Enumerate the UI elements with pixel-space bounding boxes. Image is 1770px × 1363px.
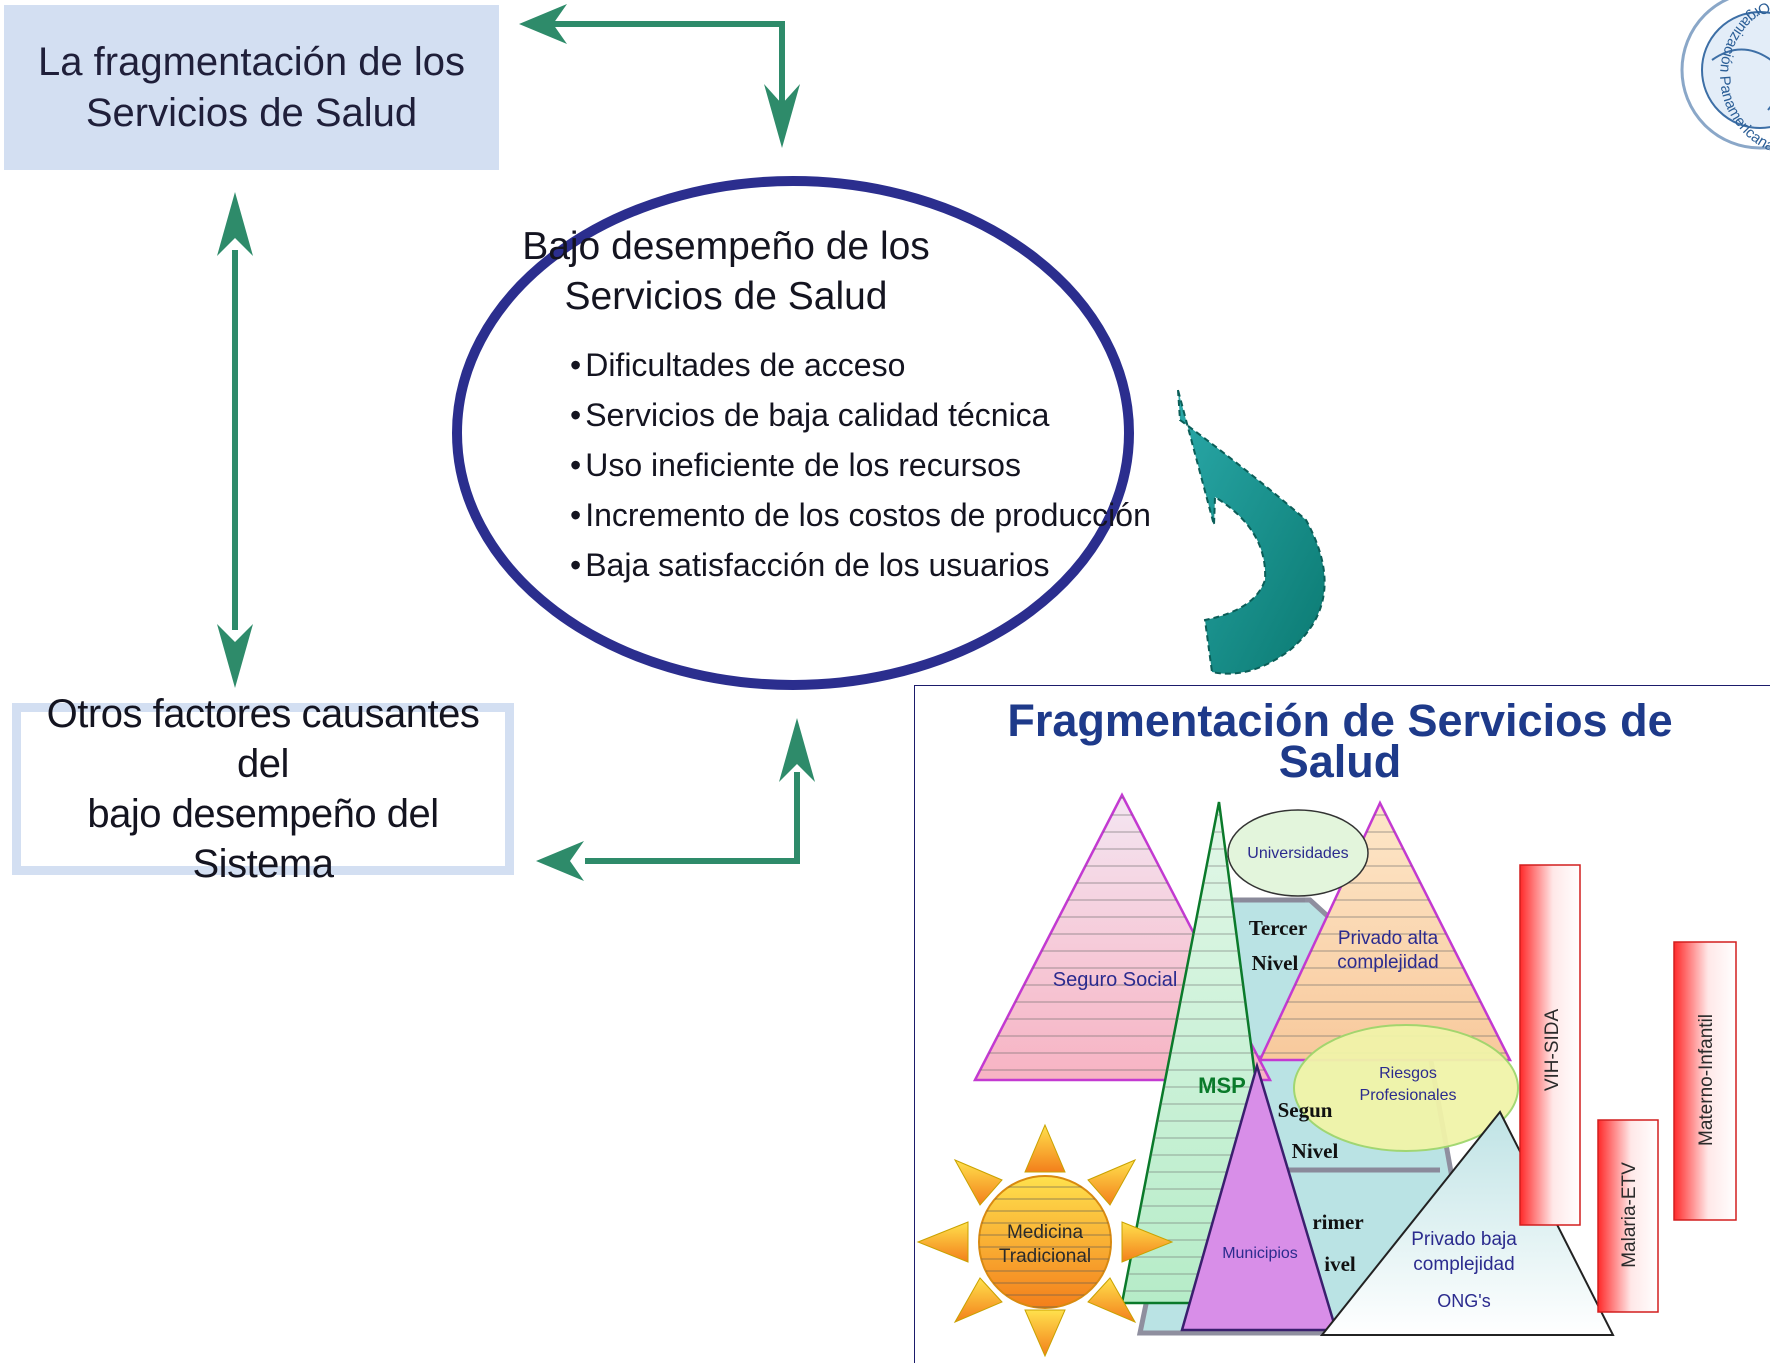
label-privado-baja-2: complejidad	[1413, 1254, 1514, 1275]
label-privado-alta-2: complejidad	[1337, 952, 1438, 973]
list-item: Servicios de baja calidad técnica	[570, 390, 1160, 440]
list-item: Uso ineficiente de los recursos	[570, 440, 1160, 490]
label-segundo: Segun	[1278, 1098, 1333, 1122]
occupational-risks-ellipse	[1293, 1024, 1519, 1152]
label-privado-alta-1: Privado alta	[1338, 928, 1439, 949]
other-factors-box: Otros factores causantes del bajo desemp…	[12, 692, 514, 886]
ellipse-title-line2: Servicios de Salud	[564, 275, 888, 318]
materno-infantil-bar	[1673, 941, 1737, 1221]
ellipse-title-line1: Bajo desempeño de los	[522, 225, 930, 268]
feedback-curved-arrow	[1177, 389, 1326, 675]
label-vih-sida: VIH-SIDA	[1542, 1009, 1563, 1092]
label-municipios: Municipios	[1222, 1245, 1298, 1262]
label-nivel-1: ivel	[1324, 1252, 1356, 1276]
vih-sida-bar	[1519, 864, 1581, 1226]
performance-issues-list: Dificultades de acceso Servicios de baja…	[570, 340, 1160, 590]
panel-title-line2: Salud	[1278, 736, 1402, 787]
label-universidades: Universidades	[1247, 845, 1348, 862]
label-nivel-3: Nivel	[1252, 951, 1299, 975]
panel-title-line1: Fragmentación de Servicios de	[1007, 695, 1673, 746]
label-malaria: Malaria-ETV	[1619, 1162, 1640, 1268]
label-tercer: Tercer	[1249, 916, 1307, 940]
malaria-bar	[1597, 1119, 1659, 1313]
label-medicina-1: Medicina	[1007, 1222, 1083, 1243]
bottom-elbow-arrow	[536, 718, 815, 881]
list-item: Incremento de los costos de producción	[570, 490, 1160, 540]
universities-ellipse	[1227, 809, 1369, 897]
other-factors-line1: Otros factores causantes del	[46, 692, 480, 786]
list-item: Baja satisfacción de los usuarios	[570, 540, 1160, 590]
label-privado-baja-1: Privado baja	[1411, 1229, 1517, 1250]
fragmentation-box: La fragmentación de los Servicios de Sal…	[4, 5, 499, 170]
municipalities-pyramid	[1180, 1061, 1338, 1332]
top-elbow-arrow	[519, 4, 800, 148]
panel-title: Fragmentación de Servicios de Salud	[985, 695, 1695, 787]
traditional-medicine-sun	[916, 1123, 1174, 1358]
label-msp: MSP	[1198, 1073, 1246, 1098]
other-factors-line2: bajo desempeño del Sistema	[87, 792, 439, 886]
label-riesgos-2: Profesionales	[1360, 1087, 1457, 1104]
fragmentation-box-line2: Servicios de Salud	[85, 90, 418, 135]
left-vertical-double-arrow	[217, 192, 253, 688]
opas-logo	[1680, 0, 1770, 150]
ellipse-title: Bajo desempeño de los Servicios de Salud	[376, 222, 1076, 322]
list-item: Dificultades de acceso	[570, 340, 1160, 390]
label-nivel-2: Nivel	[1292, 1139, 1339, 1163]
label-primer: rimer	[1312, 1210, 1363, 1234]
ellipse-content: Bajo desempeño de los Servicios de Salud…	[460, 222, 1160, 590]
fragmentation-box-line1: La fragmentación de los	[38, 39, 465, 84]
label-riesgos-1: Riesgos	[1379, 1065, 1437, 1082]
label-medicina-2: Tradicional	[999, 1246, 1091, 1267]
label-ongs: ONG's	[1437, 1291, 1490, 1311]
label-seguro-social: Seguro Social	[1053, 969, 1178, 991]
label-materno-infantil: Materno-Infantil	[1696, 1014, 1717, 1146]
